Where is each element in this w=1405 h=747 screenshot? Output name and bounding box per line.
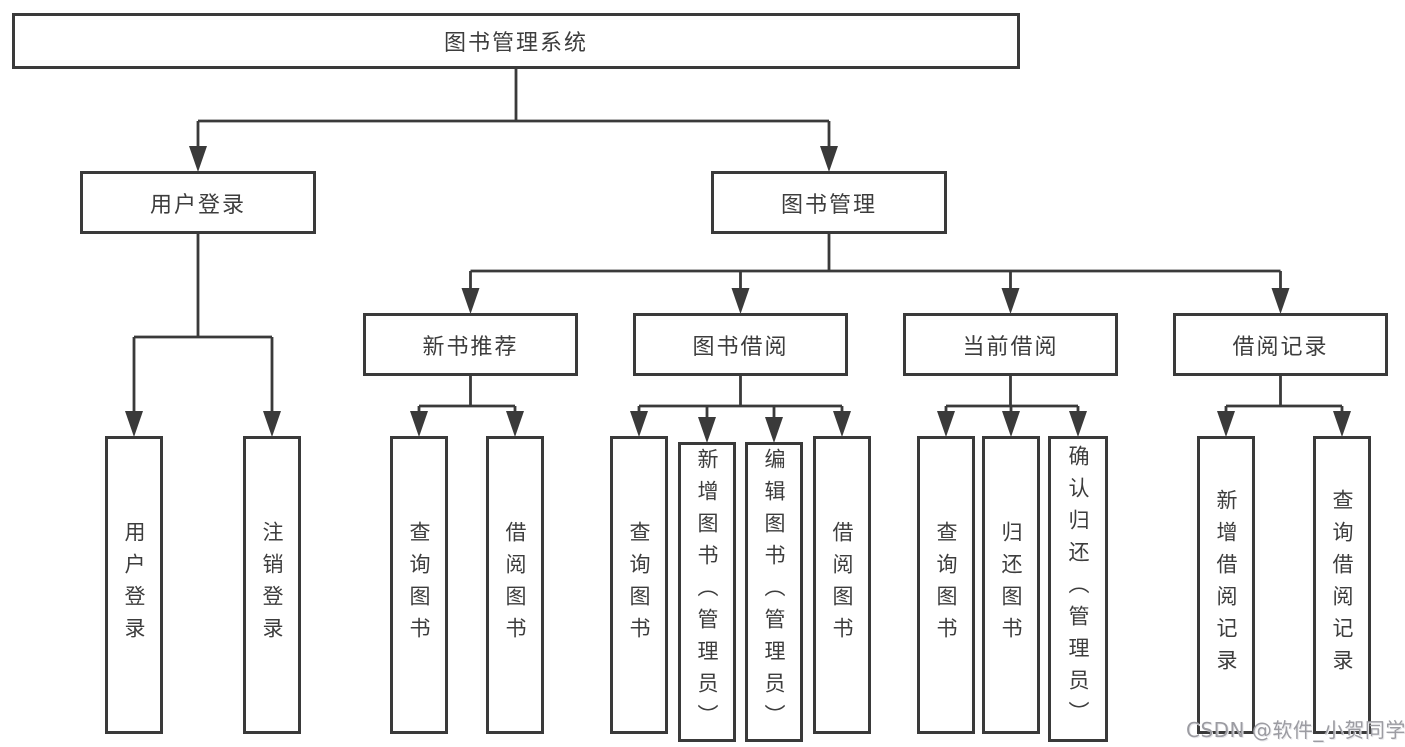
leaf-edit-book-admin: 编辑图书（管理员） [745, 442, 803, 742]
leaf-confirm-return-admin-label: 确认归还（管理员） [1066, 445, 1090, 733]
leaf-query-borrow-record-label: 查询借阅记录 [1330, 489, 1354, 681]
node-root: 图书管理系统 [12, 13, 1020, 69]
leaf-logout-login: 注销登录 [243, 436, 301, 734]
node-user-login-label: 用户登录 [149, 192, 246, 218]
leaf-user-login: 用户登录 [105, 436, 163, 734]
leaf-add-borrow-record-label: 新增借阅记录 [1214, 489, 1238, 681]
leaf-query-books-current: 查询图书 [917, 436, 975, 734]
node-borrow-records: 借阅记录 [1173, 313, 1388, 376]
leaf-query-books-current-label: 查询图书 [934, 521, 958, 649]
leaf-borrow-books-borrowing: 借阅图书 [813, 436, 871, 734]
node-book-management-label: 图书管理 [780, 192, 877, 218]
leaf-borrow-books-recommend-label: 借阅图书 [503, 521, 527, 649]
leaf-query-books-borrowing: 查询图书 [610, 436, 668, 734]
leaf-query-borrow-record: 查询借阅记录 [1313, 436, 1371, 734]
leaf-query-books-borrowing-label: 查询图书 [627, 521, 651, 649]
leaf-add-book-admin-label: 新增图书（管理员） [695, 448, 719, 736]
leaf-borrow-books-borrowing-label: 借阅图书 [830, 521, 854, 649]
leaf-edit-book-admin-label: 编辑图书（管理员） [762, 448, 786, 736]
leaf-add-borrow-record: 新增借阅记录 [1197, 436, 1255, 734]
leaf-user-login-label: 用户登录 [122, 521, 146, 649]
leaf-query-books-recommend: 查询图书 [390, 436, 448, 734]
node-user-login: 用户登录 [80, 171, 316, 234]
leaf-logout-login-label: 注销登录 [260, 521, 284, 649]
node-root-label: 图书管理系统 [443, 31, 588, 56]
node-book-management: 图书管理 [711, 171, 947, 234]
watermark: CSDN @软件_小贺同学 [1186, 718, 1405, 742]
node-current-borrowing: 当前借阅 [903, 313, 1118, 376]
leaf-return-books: 归还图书 [982, 436, 1040, 734]
leaf-borrow-books-recommend: 借阅图书 [486, 436, 544, 734]
leaf-query-books-recommend-label: 查询图书 [407, 521, 431, 649]
node-new-book-recommend: 新书推荐 [363, 313, 578, 376]
node-current-borrowing-label: 当前借阅 [962, 334, 1059, 360]
leaf-add-book-admin: 新增图书（管理员） [678, 442, 736, 742]
leaf-confirm-return-admin: 确认归还（管理员） [1048, 436, 1108, 742]
leaf-return-books-label: 归还图书 [999, 521, 1023, 649]
node-new-book-recommend-label: 新书推荐 [422, 334, 519, 360]
node-book-borrowing-label: 图书借阅 [692, 334, 789, 360]
node-borrow-records-label: 借阅记录 [1232, 334, 1329, 360]
node-book-borrowing: 图书借阅 [633, 313, 848, 376]
